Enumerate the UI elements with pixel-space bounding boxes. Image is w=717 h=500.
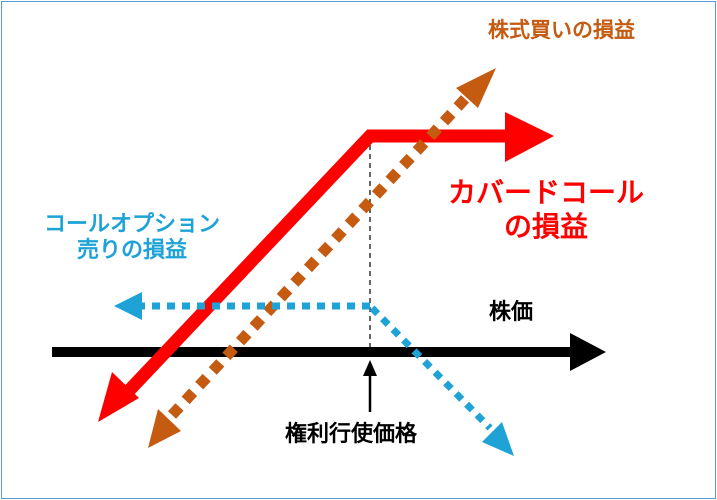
stock-buy-pl-label: 株式買いの損益 <box>488 18 635 42</box>
call-sell-pl-label: コールオプション 売りの損益 <box>44 212 220 265</box>
stock-buy-payoff-line <box>148 68 496 448</box>
covered-call-pl-label-line1: カバードコール <box>448 176 645 209</box>
covered-call-payoff-line <box>98 112 554 422</box>
strike-price-label: 権利行使価格 <box>285 422 418 447</box>
covered-call-pl-label-line2: の損益 <box>504 209 589 243</box>
stock-price-axis <box>52 333 606 371</box>
call-sell-pl-label-line2: 売りの損益 <box>77 238 188 264</box>
stock-price-axis-label: 株価 <box>489 300 534 325</box>
covered-call-pl-label: カバードコール の損益 <box>448 176 644 243</box>
strike-price-pointer-arrow <box>363 360 377 412</box>
call-sell-payoff-line <box>114 292 514 456</box>
call-sell-pl-label-line1: コールオプション <box>44 212 221 237</box>
